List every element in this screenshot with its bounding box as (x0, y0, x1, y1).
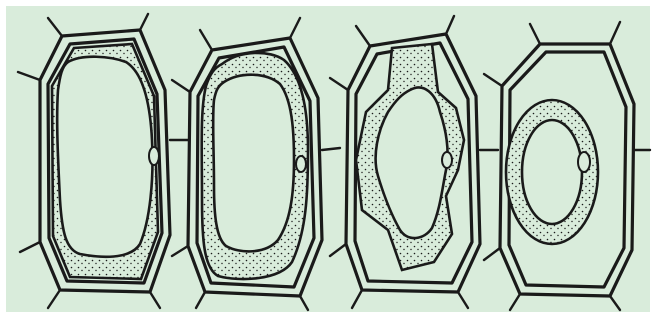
cell-1-vacuole (57, 57, 152, 257)
cell-4-nucleus (578, 152, 590, 172)
cell-4-vacuole (522, 120, 582, 224)
cell-2-vacuole (213, 75, 294, 252)
cell-3-nucleus (442, 152, 452, 168)
cell-1-nucleus (149, 147, 159, 165)
cell-2-nucleus (296, 156, 306, 172)
